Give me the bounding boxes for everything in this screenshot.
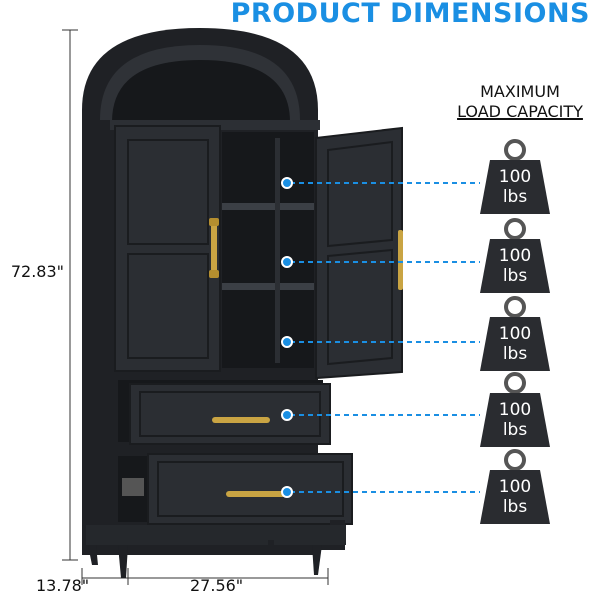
weight-icon: 100 lbs bbox=[480, 138, 550, 214]
weight-icon: 100 lbs bbox=[480, 371, 550, 447]
weight-value: 100 bbox=[498, 400, 532, 420]
weight-value: 100 bbox=[498, 167, 532, 187]
weight-icon: 100 lbs bbox=[480, 295, 550, 371]
top-drawer bbox=[118, 380, 331, 445]
right-door bbox=[315, 126, 403, 380]
load-indicator-dots bbox=[281, 177, 293, 498]
bottom-drawer bbox=[118, 453, 353, 525]
weight-shape-icon bbox=[480, 449, 550, 524]
height-label: 72.83" bbox=[10, 262, 64, 281]
weight-shape-icon bbox=[480, 139, 550, 214]
weight-unit: lbs bbox=[502, 266, 528, 286]
weight-shape-icon bbox=[480, 218, 550, 293]
weight-unit: lbs bbox=[502, 420, 528, 440]
width-dimension-line bbox=[81, 568, 329, 585]
weight-icon: 100 lbs bbox=[480, 217, 550, 293]
weight-unit: lbs bbox=[502, 497, 528, 517]
load-capacity-line2: LOAD CAPACITY bbox=[457, 102, 583, 121]
weight-value: 100 bbox=[498, 246, 532, 266]
weight-value: 100 bbox=[498, 324, 532, 344]
weight-icon: 100 lbs bbox=[480, 448, 550, 524]
weight-unit: lbs bbox=[502, 344, 528, 364]
weight-value: 100 bbox=[498, 477, 532, 497]
load-indicator-lines bbox=[290, 182, 480, 493]
left-door-handle bbox=[209, 218, 219, 278]
page-title: PRODUCT DIMENSIONS bbox=[230, 0, 590, 29]
width-label: 27.56" bbox=[190, 576, 244, 595]
weight-unit: lbs bbox=[502, 187, 528, 207]
cabinet-base bbox=[82, 520, 346, 578]
load-capacity-heading: MAXIMUM LOAD CAPACITY bbox=[440, 82, 600, 122]
weight-shape-icon bbox=[480, 296, 550, 371]
weight-shape-icon bbox=[480, 372, 550, 447]
load-capacity-line1: MAXIMUM bbox=[480, 82, 560, 101]
left-door bbox=[114, 125, 221, 372]
height-dimension-line bbox=[62, 29, 78, 561]
depth-label: 13.78" bbox=[36, 576, 90, 595]
